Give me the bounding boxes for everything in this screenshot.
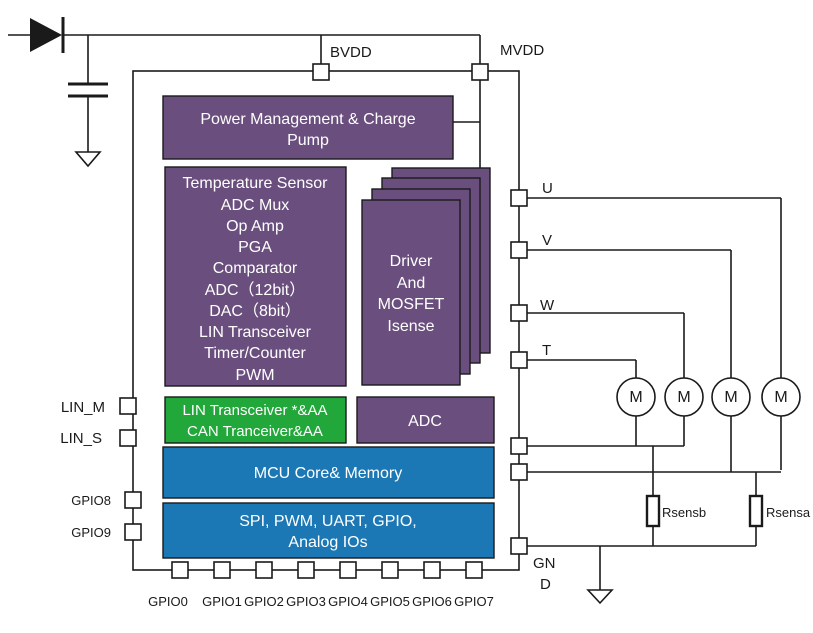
external-wiring	[527, 197, 782, 605]
pin-pad-gpio2	[255, 561, 273, 579]
power-management-label-1: Power Management & Charge	[200, 111, 415, 128]
transceiver-label-can: CAN Tranceiver&AA	[187, 423, 323, 440]
pin-pad-v	[510, 241, 528, 259]
pin-label-v: V	[542, 232, 552, 249]
driver-block	[361, 199, 461, 386]
pin-label-gpio2: GPIO2	[244, 594, 284, 609]
pin-pad-sense-b	[510, 437, 528, 455]
resistor-icon	[645, 494, 661, 528]
motor-label: M	[629, 389, 642, 406]
pin-pad-gpio3	[297, 561, 315, 579]
pin-pad-mvdd	[471, 63, 489, 81]
resistor-icon	[748, 494, 764, 528]
resistor-label-rsensa: Rsensa	[766, 505, 811, 520]
pin-pad-lin-m	[119, 397, 137, 415]
driver-label: MOSFET	[378, 296, 445, 313]
pin-label-t: T	[542, 342, 551, 359]
adc-label: ADC	[408, 413, 442, 430]
analog-item: PGA	[238, 239, 272, 256]
diode-icon	[30, 18, 62, 52]
analog-item: LIN Transceiver	[199, 324, 312, 341]
pin-pad-gpio0	[171, 561, 189, 579]
pin-label-gpio4: GPIO4	[328, 594, 368, 609]
pin-pad-gpio4	[339, 561, 357, 579]
pin-pad-w	[510, 304, 528, 322]
motor-icon	[664, 377, 704, 417]
resistor-label-rsensb: Rsensb	[662, 505, 706, 520]
pin-label-gnd-1: GN	[533, 555, 556, 572]
pin-label-gpio9: GPIO9	[71, 525, 111, 540]
pin-pad-gpio9	[124, 523, 142, 541]
pin-pad-sense-a	[510, 463, 528, 481]
adc-block	[356, 396, 495, 444]
pin-pad-gpio8	[124, 491, 142, 509]
analog-item: ADC（12bit）	[205, 281, 305, 299]
ground-icon	[586, 589, 614, 605]
mcu-core-block	[162, 446, 495, 499]
pin-label-lin-m: LIN_M	[61, 399, 105, 416]
motor-icon	[616, 377, 656, 417]
analog-item: ADC Mux	[221, 197, 289, 214]
power-management-label-2: Pump	[287, 132, 329, 149]
peripherals-label-2: Analog IOs	[288, 534, 367, 551]
pin-pad-gpio7	[465, 561, 483, 579]
peripherals-label-1: SPI, PWM, UART, GPIO,	[239, 513, 417, 530]
pin-pad-bvdd	[312, 63, 330, 81]
analog-item: Comparator	[213, 260, 298, 277]
pin-pad-t	[510, 351, 528, 369]
analog-peripheral-block	[164, 166, 347, 387]
pin-label-bvdd: BVDD	[330, 44, 372, 61]
motor-label: M	[724, 389, 737, 406]
pin-pad-gpio1	[213, 561, 231, 579]
sense-resistors: Rsensb Rsensa	[645, 494, 811, 528]
pin-label-gpio7: GPIO7	[454, 594, 494, 609]
motors: M M M M	[616, 377, 801, 417]
pin-label-gpio1: GPIO1	[202, 594, 242, 609]
transceiver-label-lin: LIN Transceiver *&AA	[182, 402, 327, 419]
ground-icon	[74, 151, 102, 168]
motor-label: M	[677, 389, 690, 406]
driver-stack: Driver And MOSFET Isense	[361, 167, 491, 386]
pin-label-w: W	[540, 297, 555, 314]
supply-input	[8, 17, 481, 168]
pin-label-gpio8: GPIO8	[71, 493, 111, 508]
pin-label-gpio0: GPIO0	[148, 594, 188, 609]
bottom-gpio-labels: GPIO0 GPIO1 GPIO2 GPIO3 GPIO4 GPIO5 GPIO…	[148, 594, 494, 609]
analog-item: Timer/Counter	[204, 345, 306, 362]
motor-icon	[761, 377, 801, 417]
pin-label-u: U	[542, 180, 553, 197]
pin-label-lin-s: LIN_S	[60, 430, 102, 447]
pin-label-gpio3: GPIO3	[286, 594, 326, 609]
transceiver-block	[164, 396, 347, 444]
pin-pad-u	[510, 189, 528, 207]
analog-item: Temperature Sensor	[183, 175, 329, 192]
pin-pad-gpio6	[423, 561, 441, 579]
peripherals-block	[162, 502, 495, 559]
pin-pad-gnd	[510, 537, 528, 555]
power-management-block	[162, 95, 454, 160]
driver-label: And	[397, 275, 425, 292]
analog-item: DAC（8bit）	[209, 302, 301, 320]
pin-label-mvdd: MVDD	[500, 42, 544, 59]
bottom-gpio-pads	[171, 561, 483, 579]
analog-item: PWM	[235, 367, 274, 384]
analog-item: Op Amp	[226, 218, 284, 235]
analog-peripheral-list: Temperature Sensor ADC Mux Op Amp PGA Co…	[183, 175, 329, 384]
driver-label: Isense	[387, 318, 434, 335]
pin-label-gpio6: GPIO6	[412, 594, 452, 609]
pin-label-gnd-2: D	[540, 576, 551, 593]
motor-icon	[711, 377, 751, 417]
motor-label: M	[774, 389, 787, 406]
mcu-core-label: MCU Core& Memory	[254, 465, 402, 482]
pin-label-gpio5: GPIO5	[370, 594, 410, 609]
pin-pad-lin-s	[119, 429, 137, 447]
pin-pad-gpio5	[381, 561, 399, 579]
driver-label: Driver	[390, 253, 433, 270]
